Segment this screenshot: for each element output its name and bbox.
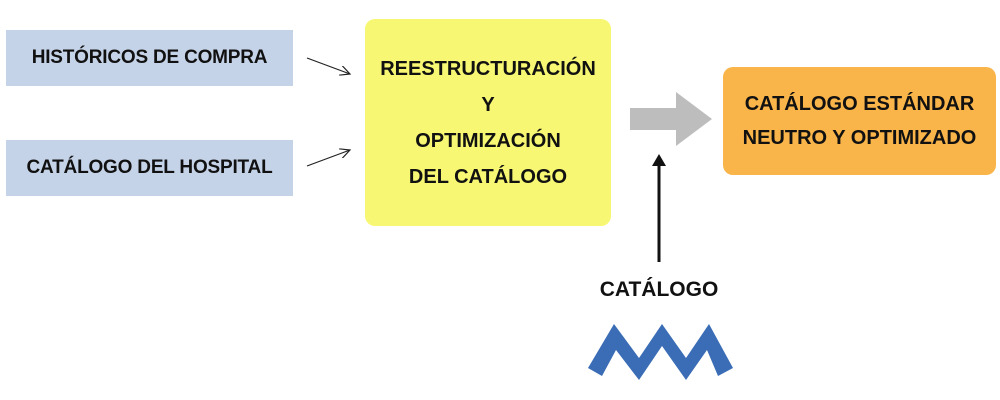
catalogo-del-hospital-label: CATÁLOGO DEL HOSPITAL <box>26 157 273 178</box>
process-line-1: REESTRUCTURACIÓN <box>380 57 596 80</box>
catalogo-source-label: CATÁLOGO <box>599 278 719 301</box>
big-arrow-icon <box>630 92 712 146</box>
arrow-hospital-to-process <box>306 150 350 167</box>
arrow-catalog-up-head <box>652 154 666 166</box>
arrow-historicos-to-process <box>306 57 350 74</box>
reestructuracion-process-box: REESTRUCTURACIÓN Y OPTIMIZACIÓN DEL CATÁ… <box>365 19 611 226</box>
historicos-de-compra-label: HISTÓRICOS DE COMPRA <box>31 47 268 68</box>
historicos-de-compra-box: HISTÓRICOS DE COMPRA <box>6 30 293 86</box>
catalogo-del-hospital-box: CATÁLOGO DEL HOSPITAL <box>6 140 293 196</box>
process-line-3: OPTIMIZACIÓN <box>415 129 561 152</box>
process-line-4: DEL CATÁLOGO <box>408 165 568 188</box>
mm-logo-icon <box>588 324 733 380</box>
output-line-2: NEUTRO Y OPTIMIZADO <box>742 127 977 149</box>
output-line-1: CATÁLOGO ESTÁNDAR <box>744 93 975 115</box>
process-line-2: Y <box>481 93 495 116</box>
catalogo-estandar-output-box: CATÁLOGO ESTÁNDAR NEUTRO Y OPTIMIZADO <box>723 67 996 175</box>
